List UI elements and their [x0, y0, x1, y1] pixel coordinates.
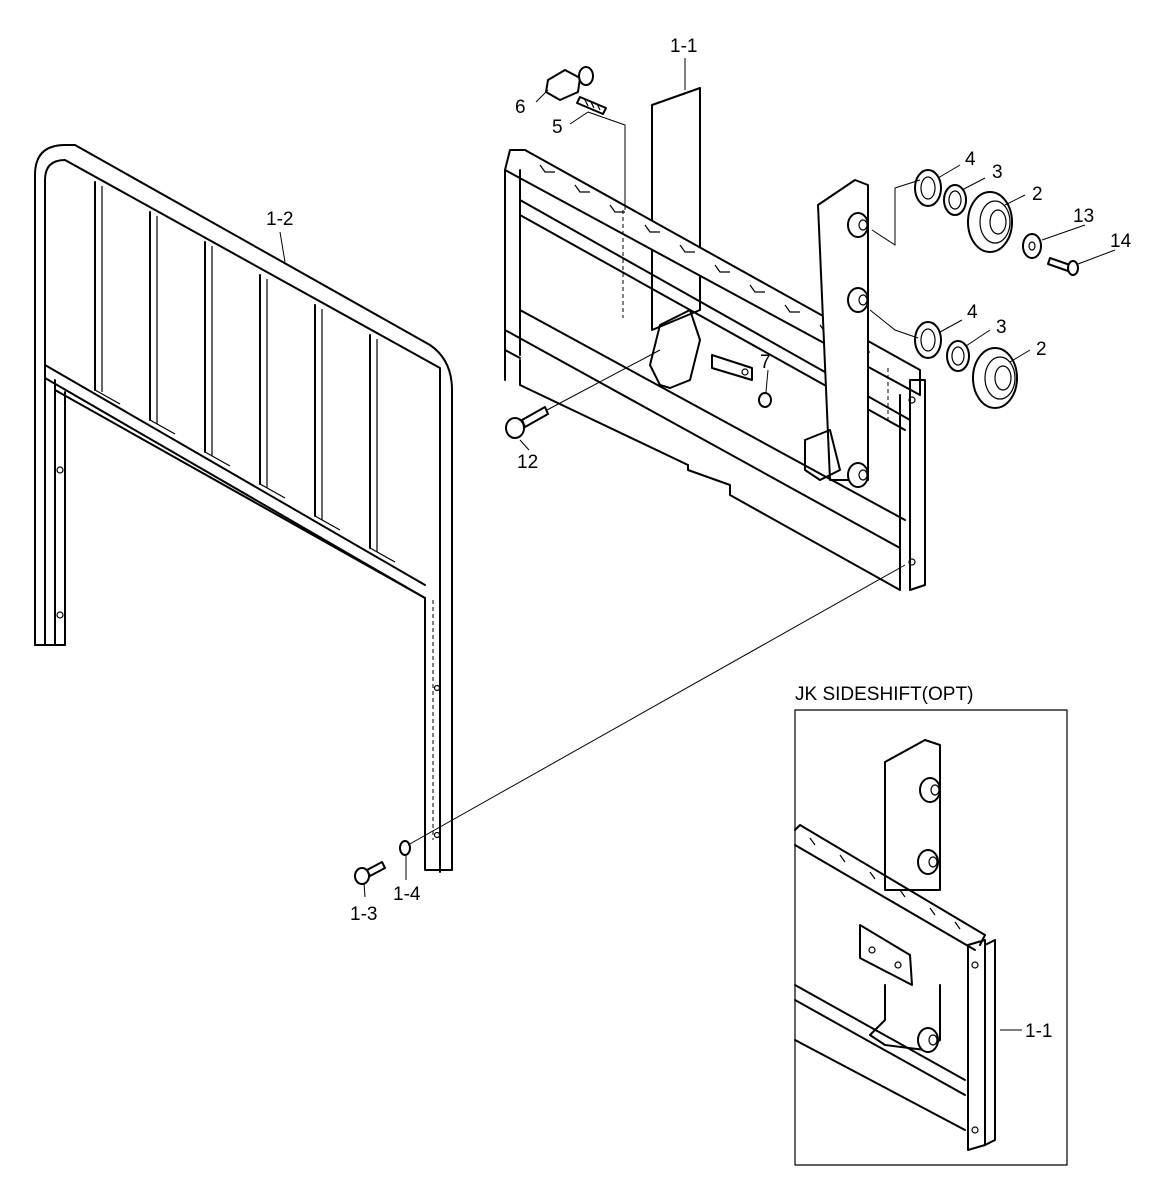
bearing-2-lower	[972, 347, 1018, 409]
callout-7: 7	[760, 352, 771, 373]
callout-12: 12	[517, 452, 538, 473]
washer-3-lower	[946, 340, 970, 372]
bearing-2-upper	[967, 191, 1013, 253]
callout-1-4: 1-4	[393, 884, 421, 905]
pin-5	[576, 96, 607, 115]
callout-2-upper: 2	[1032, 184, 1043, 205]
fork-carriage	[504, 87, 926, 591]
inset-panel	[794, 709, 1068, 1166]
callout-5: 5	[552, 117, 563, 138]
washer-13	[1022, 233, 1042, 259]
callout-14: 14	[1110, 231, 1132, 252]
callout-13: 13	[1073, 206, 1094, 227]
washer-4-lower	[914, 321, 942, 359]
callout-1-2: 1-2	[266, 209, 293, 230]
washer-1-4	[399, 840, 411, 856]
nut-7	[758, 392, 772, 408]
leader-lines	[279, 58, 1116, 1031]
callout-3-lower: 3	[996, 317, 1007, 338]
washer-4-upper	[914, 169, 942, 207]
callout-2-lower: 2	[1036, 339, 1047, 360]
bolt-12	[505, 406, 549, 439]
callout-inset-1-1: 1-1	[1025, 1021, 1052, 1042]
callout-1-1: 1-1	[670, 36, 697, 57]
washer-3-upper	[943, 184, 967, 216]
callout-3-upper: 3	[992, 162, 1003, 183]
inset-title: JK SIDESHIFT(OPT)	[795, 684, 973, 705]
callout-6: 6	[515, 97, 526, 118]
callout-4-upper: 4	[965, 149, 976, 170]
callout-4-lower: 4	[967, 302, 978, 323]
grease-fitting-6	[545, 66, 594, 101]
load-backrest	[34, 144, 453, 873]
bolt-1-3	[354, 861, 386, 885]
callout-labels: 1-1 1-2 1-3 1-4 2 2 3 3 4 4 5 6 7 12 13 …	[266, 36, 1132, 1042]
screw-14	[1047, 257, 1079, 276]
callout-1-3: 1-3	[350, 904, 377, 925]
